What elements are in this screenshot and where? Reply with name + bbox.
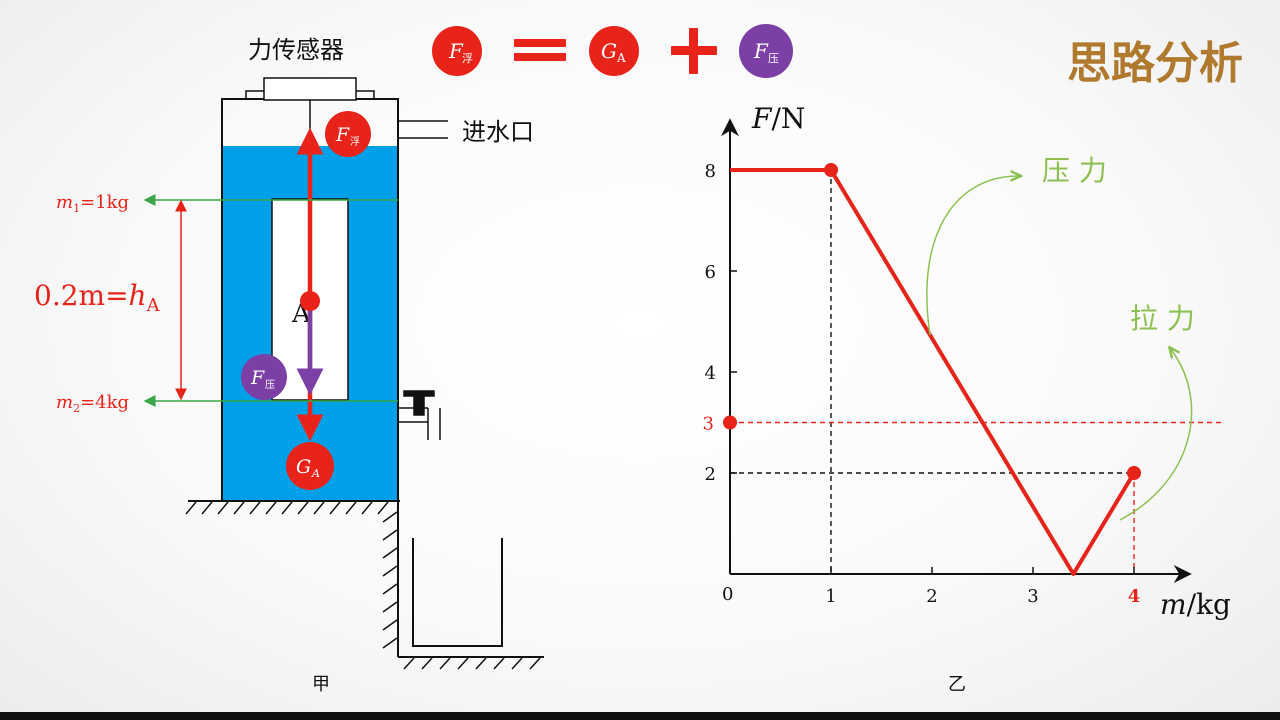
force-sensor bbox=[245, 77, 375, 101]
figure-caption-yi: 乙 bbox=[948, 674, 966, 695]
weight-main: G bbox=[296, 456, 311, 478]
x-tick-label-1: 1 bbox=[825, 586, 836, 607]
graph-marks: 1 2 3 4 2 4 6 8 3 bbox=[703, 161, 1225, 607]
y-tick-label-6: 6 bbox=[705, 262, 716, 283]
eq-t2-sub: 压 bbox=[768, 52, 779, 65]
x-tick-label-3: 3 bbox=[1027, 586, 1038, 607]
press-main: F bbox=[250, 367, 265, 389]
eq-lhs-sub: 浮 bbox=[462, 52, 473, 65]
press-annotation-label: 压 力 bbox=[1042, 154, 1107, 187]
eq-lhs-circle: F 浮 bbox=[432, 26, 482, 76]
press-annotation-curve bbox=[926, 176, 1020, 336]
y-axis-label: F/N bbox=[751, 102, 805, 135]
weight-circle: G A bbox=[286, 442, 334, 490]
page-title: 思路分析 bbox=[1067, 38, 1243, 89]
eq-t1-circle: G A bbox=[589, 26, 639, 76]
slide-canvas: F 浮 G A F 压 思路分析 bbox=[34, 24, 1243, 695]
y-tick-label-4: 4 bbox=[705, 363, 716, 384]
eq-t1-sub: A bbox=[616, 51, 626, 65]
height-label: 0.2m=hA bbox=[34, 279, 161, 316]
weight-sub: A bbox=[311, 467, 320, 480]
m2-label: m2=4kg bbox=[56, 392, 129, 415]
highlight-point-2 bbox=[1127, 466, 1141, 480]
buoyancy-circle: F 浮 bbox=[325, 111, 371, 157]
ground-hatching bbox=[185, 501, 389, 515]
eq-t2-circle: F 压 bbox=[739, 24, 793, 78]
header-equation: F 浮 G A F 压 bbox=[432, 24, 793, 78]
press-sub: 压 bbox=[265, 379, 275, 391]
x-tick-label-2: 2 bbox=[926, 586, 937, 607]
highlight-point-3 bbox=[723, 415, 737, 430]
inlet-pipe bbox=[398, 120, 448, 139]
x-tick-label-4: 4 bbox=[1128, 586, 1141, 607]
bottom-bar bbox=[0, 712, 1280, 720]
y-tick-label-2: 2 bbox=[705, 464, 716, 485]
beaker bbox=[412, 538, 503, 647]
x-axis-label: m/kg bbox=[1160, 588, 1231, 621]
figure-caption-jia: 甲 bbox=[312, 674, 330, 695]
center-point bbox=[300, 291, 320, 311]
floor-hatching bbox=[403, 657, 541, 670]
apparatus-figure: 力传感器 进水口 A F 浮 bbox=[34, 36, 544, 695]
press-circle: F 压 bbox=[241, 354, 287, 400]
origin-label: 0 bbox=[722, 584, 733, 605]
series-line-1 bbox=[730, 168, 1136, 576]
highlight-point-1 bbox=[824, 163, 838, 177]
eq-t1-main: G bbox=[601, 39, 617, 63]
inlet-label: 进水口 bbox=[462, 118, 534, 146]
eq-lhs-main: F bbox=[448, 39, 464, 63]
outlet-tap bbox=[398, 390, 441, 440]
sensor-label: 力传感器 bbox=[248, 36, 344, 64]
buoyancy-sub: 浮 bbox=[350, 136, 360, 148]
y-tick-label-8: 8 bbox=[705, 161, 716, 182]
y-highlight-label-3: 3 bbox=[703, 414, 714, 435]
pull-annotation-curve bbox=[1119, 348, 1193, 521]
m1-label: m1=1kg bbox=[56, 192, 129, 215]
force-mass-graph: F/N m/kg 0 1 2 3 4 2 4 6 8 3 压 力 拉 力 乙 bbox=[703, 102, 1231, 695]
buoyancy-main: F bbox=[335, 124, 350, 146]
plus-sign bbox=[671, 28, 717, 74]
wall-hatching bbox=[382, 511, 398, 649]
eq-t2-main: F bbox=[753, 39, 769, 63]
pull-annotation-label: 拉 力 bbox=[1130, 302, 1195, 335]
equals-sign bbox=[514, 39, 566, 61]
